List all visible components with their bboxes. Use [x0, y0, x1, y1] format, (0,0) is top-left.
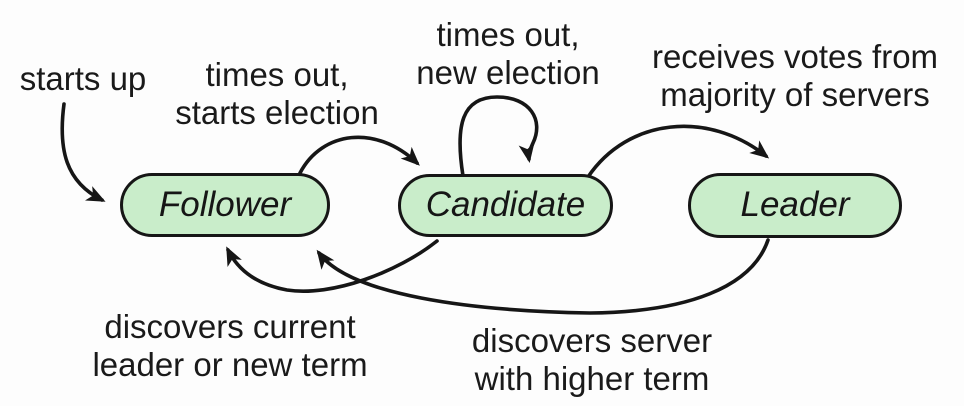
state-follower: Follower	[120, 173, 330, 237]
state-candidate-label: Candidate	[425, 185, 586, 224]
label-discovers-current-leader: discovers current leader or new term	[92, 308, 368, 383]
arrow-discovers-current-leader	[226, 239, 439, 293]
label-discovers-higher-term: discovers server with higher term	[471, 322, 713, 397]
state-leader: Leader	[688, 173, 902, 238]
arrow-times-out-new-election	[458, 95, 539, 178]
state-leader-label: Leader	[740, 185, 850, 224]
state-candidate: Candidate	[398, 174, 613, 237]
arrow-starts-up	[60, 102, 106, 202]
arrow-receives-votes	[586, 124, 770, 179]
label-receives-votes: receives votes from majority of servers	[651, 38, 939, 113]
label-starts-up: starts up	[19, 60, 147, 97]
label-times-out-new-election: times out, new election	[416, 16, 600, 91]
state-follower-label: Follower	[158, 184, 292, 224]
arrow-discovers-higher-term	[316, 238, 770, 315]
label-times-out-starts-election: times out, starts election	[175, 56, 379, 131]
arrow-times-out-starts-election	[298, 135, 420, 175]
